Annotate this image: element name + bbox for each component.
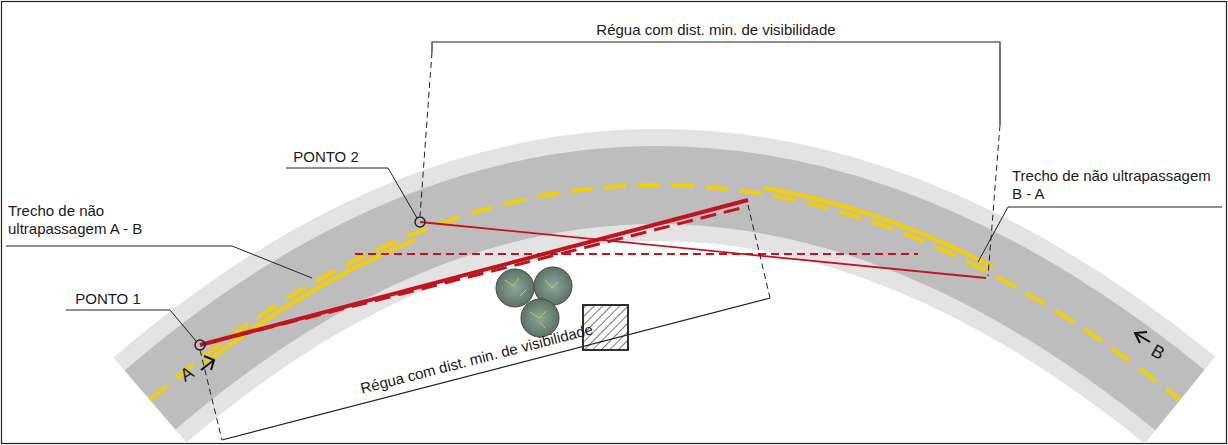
sight-line [200, 200, 748, 345]
leader-line [6, 246, 312, 278]
no-passing-line [764, 188, 993, 267]
direction-letter: A [177, 362, 198, 385]
direction-arrow [1135, 333, 1150, 342]
point-marker [415, 217, 425, 227]
leader-line [66, 310, 196, 341]
tree-branches [505, 278, 558, 328]
sight-line [355, 253, 918, 255]
ruler-extension [748, 205, 770, 298]
road-pavement [150, 185, 1180, 400]
point-marker [195, 340, 205, 350]
leader-line [978, 207, 1222, 262]
point-label: PONTO 2 [293, 148, 359, 166]
point-label: PONTO 1 [75, 290, 141, 308]
ruler-line [222, 298, 770, 440]
ruler-extension [988, 125, 1000, 276]
direction-letter: B [1148, 340, 1168, 363]
section-label: Trecho de não ultrapassagem B - A [1012, 167, 1217, 203]
direction-arrow [201, 360, 214, 370]
road-shoulder [150, 185, 1180, 400]
tree [496, 269, 534, 307]
ruler-extension [200, 350, 222, 440]
sight-line [420, 222, 986, 278]
leader-line [286, 168, 417, 218]
section-label: Trecho de não ultrapassagem A - B [8, 202, 173, 238]
ruler-extension [420, 52, 432, 216]
no-passing-line [203, 240, 415, 365]
ruler-label: Régua com dist. min. de visibilidade [359, 320, 595, 397]
ruler-label: Régua com dist. min. de visibilidade [596, 21, 835, 39]
ruler-line [432, 42, 1000, 125]
center-line [150, 185, 1180, 400]
